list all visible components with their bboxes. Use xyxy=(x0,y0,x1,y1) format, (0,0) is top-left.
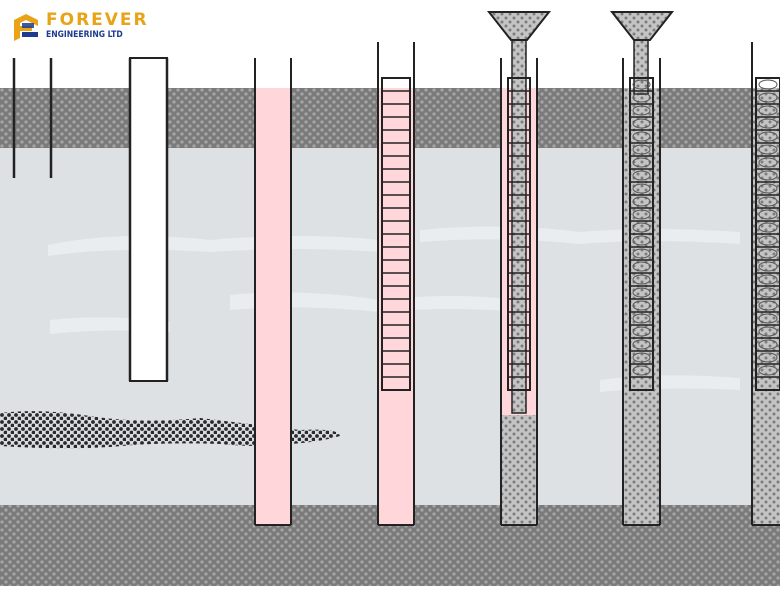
open-bore xyxy=(129,57,168,382)
cage-tie xyxy=(758,313,778,324)
stage-concrete-poured xyxy=(254,58,292,526)
concrete-column xyxy=(378,88,414,525)
cage-tie xyxy=(758,118,778,129)
cage-tie xyxy=(758,300,778,311)
cage-tie xyxy=(632,209,651,220)
stage-rebar-cage-placed xyxy=(377,42,415,526)
cage-tie xyxy=(632,131,651,142)
cage-tie xyxy=(632,157,651,168)
hopper xyxy=(486,11,552,41)
cage-tie xyxy=(632,170,651,181)
cage-tie xyxy=(758,157,778,168)
cage-tie xyxy=(758,209,778,220)
stage-grout-fill xyxy=(609,11,675,526)
stage-bore-excavated xyxy=(128,57,169,382)
stage-tremie-concrete-pour xyxy=(486,11,552,526)
rebar-cage xyxy=(755,77,780,391)
cage-tie xyxy=(758,196,778,207)
cage-tie xyxy=(758,170,778,181)
concrete-column xyxy=(255,88,291,525)
stage-casing-driven xyxy=(12,58,53,178)
cage-tie xyxy=(758,326,778,337)
cage-tie xyxy=(632,339,651,350)
cage-tie xyxy=(758,183,778,194)
cage-tie xyxy=(632,313,651,324)
cage-tie xyxy=(632,326,651,337)
cage-tie xyxy=(632,196,651,207)
cage-tie xyxy=(758,365,778,376)
company-logo: FOREVER ENGINEERING LTD xyxy=(12,10,147,44)
rebar-cage xyxy=(507,77,531,391)
cage-tie xyxy=(758,92,778,103)
cage-tie xyxy=(632,183,651,194)
cage-tie xyxy=(632,144,651,155)
cage-tie xyxy=(758,235,778,246)
cage-tie xyxy=(632,235,651,246)
cage-tie xyxy=(632,105,651,116)
hopper xyxy=(609,11,675,41)
logo-subtitle: ENGINEERING LTD xyxy=(46,30,123,40)
cage-tie xyxy=(758,79,778,90)
cage-tie xyxy=(758,287,778,298)
cage-tie xyxy=(632,274,651,285)
cage-tie xyxy=(632,300,651,311)
cage-tie xyxy=(758,105,778,116)
cage-tie xyxy=(758,261,778,272)
cage-tie xyxy=(632,79,651,90)
cage-tie xyxy=(758,248,778,259)
stage-completed-pile xyxy=(751,42,780,526)
cage-tie xyxy=(758,274,778,285)
logo-title: FOREVER xyxy=(46,10,149,30)
cage-tie xyxy=(632,118,651,129)
logo-mark-icon xyxy=(14,14,38,41)
tremie-pipe xyxy=(633,37,649,95)
tremie-pipe xyxy=(511,37,527,414)
cage-tie xyxy=(632,287,651,298)
cage-tie xyxy=(758,222,778,233)
cage-tie xyxy=(758,339,778,350)
rebar-cage xyxy=(629,77,654,391)
cage-tie xyxy=(758,131,778,142)
clay-streak xyxy=(230,292,520,312)
cage-tie xyxy=(632,248,651,259)
cage-tie xyxy=(632,261,651,272)
grout-fill xyxy=(501,415,537,525)
rebar-cage xyxy=(381,77,411,391)
cage-tie xyxy=(758,352,778,363)
cage-tie xyxy=(632,222,651,233)
cage-tie xyxy=(758,144,778,155)
cage-tie xyxy=(632,365,651,376)
cage-tie xyxy=(632,352,651,363)
cage-tie xyxy=(632,92,651,103)
